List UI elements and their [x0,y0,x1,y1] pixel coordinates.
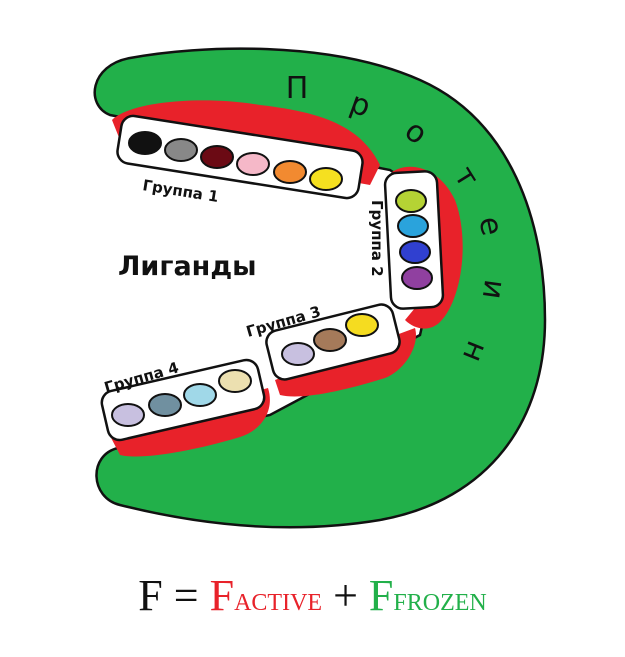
group-1-label: Группа 1 [141,176,219,206]
ligand-group-1-dot [128,131,162,155]
formula-active-symbol: F [209,571,235,620]
active-region-right [392,166,463,329]
ligand-group-2-dot [395,189,427,213]
ligand-group-2-dot [401,266,433,290]
ligand-group-1-dot [200,145,234,169]
protein-letter: П [286,71,309,106]
score-formula: F = FACTIVE + FFROZEN [0,570,625,621]
formula-frozen-symbol: F [368,571,394,620]
ligand-group-1-dot [236,152,270,176]
protein-letter: и [475,277,512,301]
formula-active-term: FACTIVE [210,571,322,620]
formula-active-sub: ACTIVE [234,590,323,616]
ligand-group-3-dot [345,313,379,337]
ligands-label: Лиганды [118,251,257,282]
ligand-group-4-dot [183,383,217,407]
formula-equals: = [173,571,199,620]
ligand-group-1-dot [273,160,307,184]
formula-frozen-sub: FROZEN [393,590,487,616]
protein-shape [93,47,547,529]
ligand-group-4-dot [218,369,252,393]
ligand-group-1-dot [309,167,343,191]
group-2-label: Группа 2 [368,200,386,277]
ligand-group-3-dot [281,342,315,366]
ligand-group-1-dot [164,138,198,162]
formula-lhs: F [138,571,163,620]
ligand-group-4-dot [111,403,145,427]
ligand-group-3-dot [313,328,347,352]
formula-frozen-term: FFROZEN [369,571,487,620]
ligand-group-2-dot [397,214,429,238]
formula-plus: + [333,571,358,620]
ligand-group-2-dot [399,240,431,264]
ligand-group-4-dot [148,393,182,417]
